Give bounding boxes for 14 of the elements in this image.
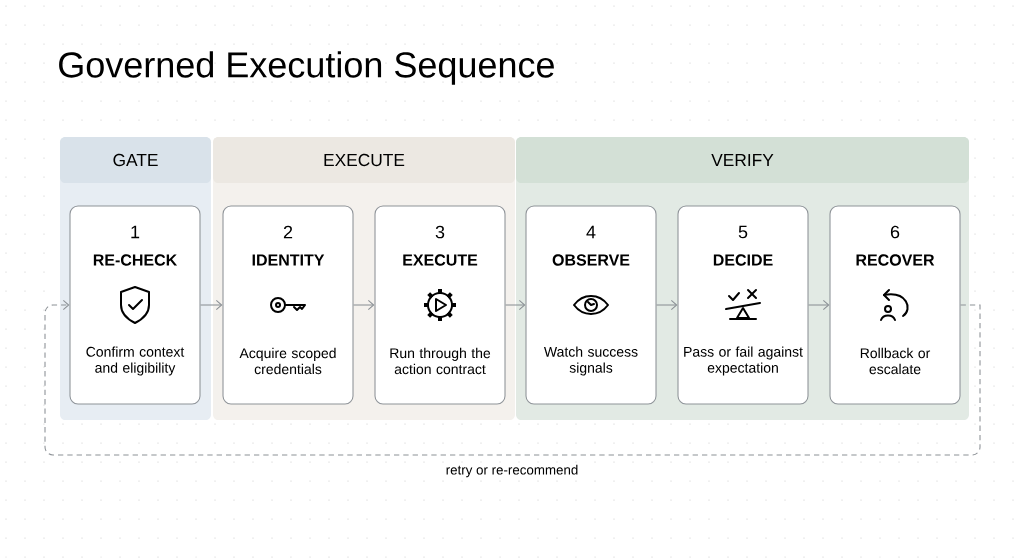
step-card: 5 DECIDE Pass or fail against expectation: [677, 205, 809, 405]
step-card: 3 EXECUTE Run through the action contract: [374, 205, 506, 405]
arrow: [353, 299, 375, 311]
arrow: [808, 299, 830, 311]
arrow: [505, 299, 526, 311]
step-card: 1 RE-CHECK Confirm context and eligibility: [69, 205, 201, 405]
edge-label: retry or re-recommend: [443, 462, 581, 480]
arrow: [44, 299, 981, 456]
step-card: 2 IDENTITY Acquire scoped credentials: [222, 205, 354, 405]
step-card: 4 OBSERVE Watch success signals: [525, 205, 657, 405]
title: Governed Execution Sequence: [59, 51, 554, 85]
arrow: [656, 299, 678, 311]
arrow: [200, 299, 223, 311]
step-card: 6 RECOVER Rollback or escalate: [829, 205, 961, 405]
